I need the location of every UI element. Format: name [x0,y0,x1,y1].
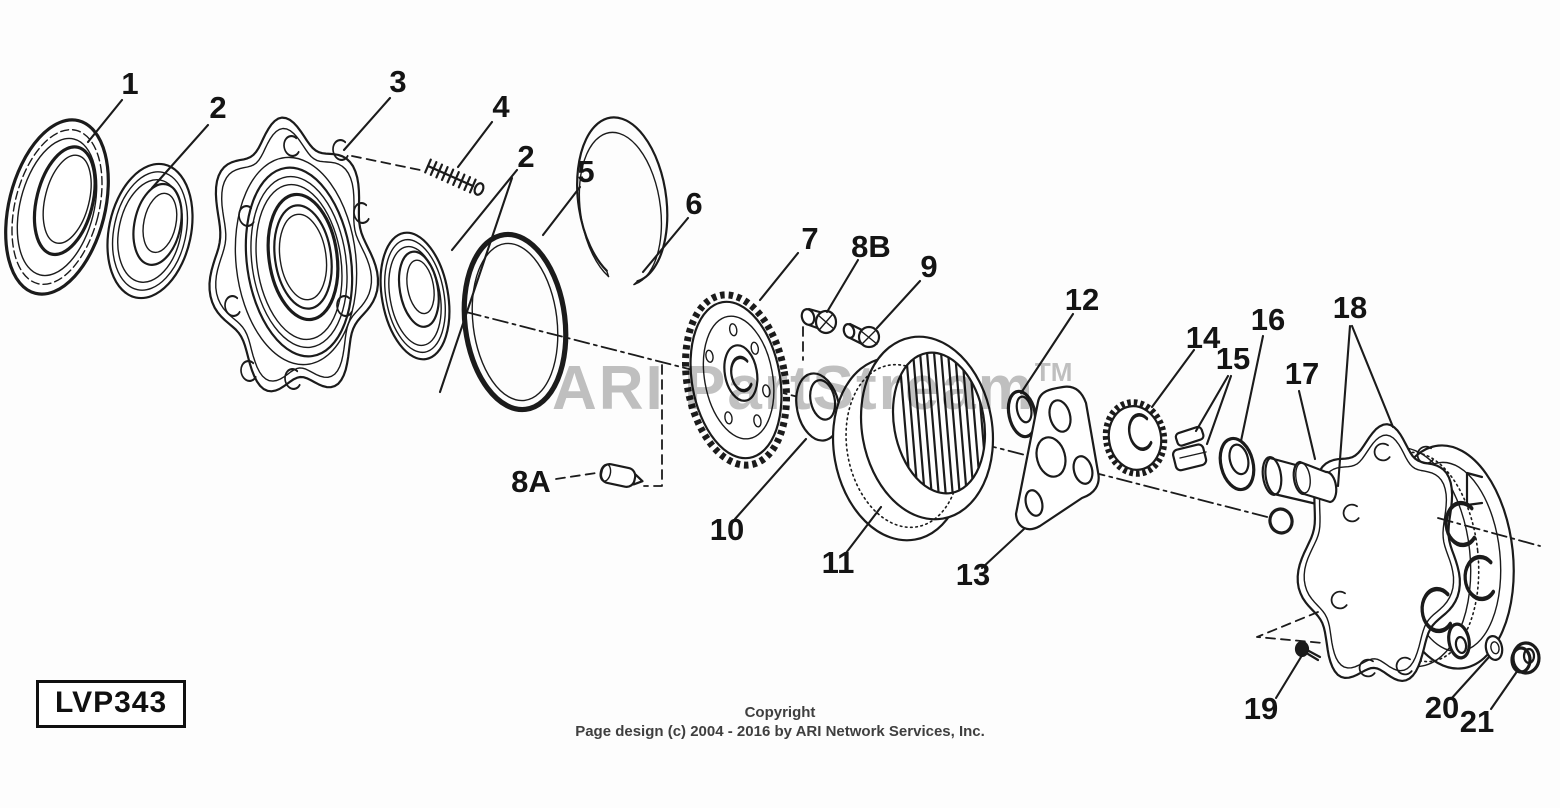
part-label-3[interactable]: 3 [389,64,407,99]
leader-line-2 [150,123,210,190]
part-label-20[interactable]: 20 [1424,690,1460,725]
part-13-retainer-plate [1014,385,1100,531]
leader-line-8b [825,258,860,314]
part-label-5[interactable]: 5 [577,154,595,189]
leader-line-5 [541,185,582,237]
part-8a-dowel-pin [555,364,663,488]
leader-line-13 [980,527,1026,570]
leader-line-2b-long [438,176,514,394]
leader-line-15a [1194,374,1230,433]
part-label-2[interactable]: 2 [209,90,227,125]
part-6-snap-ring [576,116,669,286]
part-label-1[interactable]: 1 [121,66,139,101]
part-20-washer [1484,635,1504,661]
part-11-ring-gear [831,335,996,542]
leader-line-15b [1205,374,1233,446]
hub-axle-boss [1447,622,1471,660]
part-label-19[interactable]: 19 [1243,691,1279,726]
part-label-17[interactable]: 17 [1284,356,1320,391]
leader-line-11 [844,505,883,555]
part-19-screw [1256,611,1324,662]
part-label-2b[interactable]: 2 [517,139,535,174]
leader-line-10 [733,437,808,521]
part-label-15[interactable]: 15 [1215,341,1251,376]
leader-line-6 [641,216,690,274]
part-label-9[interactable]: 9 [920,249,938,284]
leader-line-7 [758,251,800,302]
hub-input-sleeve [1292,460,1338,504]
leader-lines [86,96,1520,711]
part-2-bearing-front [106,162,194,300]
leader-line-3 [342,96,392,152]
part-15-key-blocks [1171,425,1208,472]
part-2-bearing-rear [379,231,451,361]
copyright-line1: Copyright [744,704,816,721]
diagram-code-text: LVP343 [55,686,168,719]
leader-line-4 [456,120,494,169]
part-12-retainer-ring [1006,389,1038,439]
part-18-hub-assembly [1292,423,1541,682]
copyright-notice: Copyright Page design (c) 2004 - 2016 by… [575,703,985,741]
leader-line-14 [1150,348,1196,409]
part-label-13[interactable]: 13 [955,557,991,592]
leader-line-16 [1239,334,1265,443]
part-label-21[interactable]: 21 [1459,704,1495,739]
part-detent-ball [1268,507,1294,535]
part-label-14[interactable]: 14 [1185,320,1221,355]
leader-line-18b [1350,324,1395,429]
part-3-hub-flange [208,116,379,393]
leader-line-9 [875,279,922,330]
leader-line-17 [1297,389,1317,461]
part-label-18[interactable]: 18 [1332,290,1368,325]
part-5-o-ring [461,231,569,413]
leader-line-21 [1489,668,1520,711]
part-label-16[interactable]: 16 [1250,302,1286,337]
leader-line-3-dashed [351,155,421,171]
part-label-10[interactable]: 10 [709,512,745,547]
leader-line-12 [1019,312,1075,395]
part-9-bolt [842,322,881,349]
part-4-stud-bolt [424,158,485,196]
part-label-7[interactable]: 7 [801,221,819,256]
part-label-8b[interactable]: 8B [851,229,891,264]
leader-line-18a [1336,324,1352,488]
leader-line-1 [86,98,124,144]
copyright-line2: Page design (c) 2004 - 2016 by ARI Netwo… [575,723,985,740]
diagram-code-badge[interactable]: LVP343 [36,680,187,728]
part-label-4[interactable]: 4 [492,89,510,124]
part-16-washer [1218,436,1256,492]
part-label-6[interactable]: 6 [685,186,703,221]
part-7-toothed-plate [681,291,791,469]
leader-line-19 [1274,655,1303,700]
part-label-11[interactable]: 11 [821,545,855,580]
part-21-nut [1510,641,1541,675]
part-label-8a[interactable]: 8A [511,464,551,499]
leader-line-2b [450,168,519,252]
part-8b-bolt [800,307,838,361]
leader-line-20 [1449,655,1491,701]
part-14-gear [1102,399,1168,477]
part-label-12[interactable]: 12 [1064,282,1100,317]
part-1-seal-ring [4,118,110,296]
